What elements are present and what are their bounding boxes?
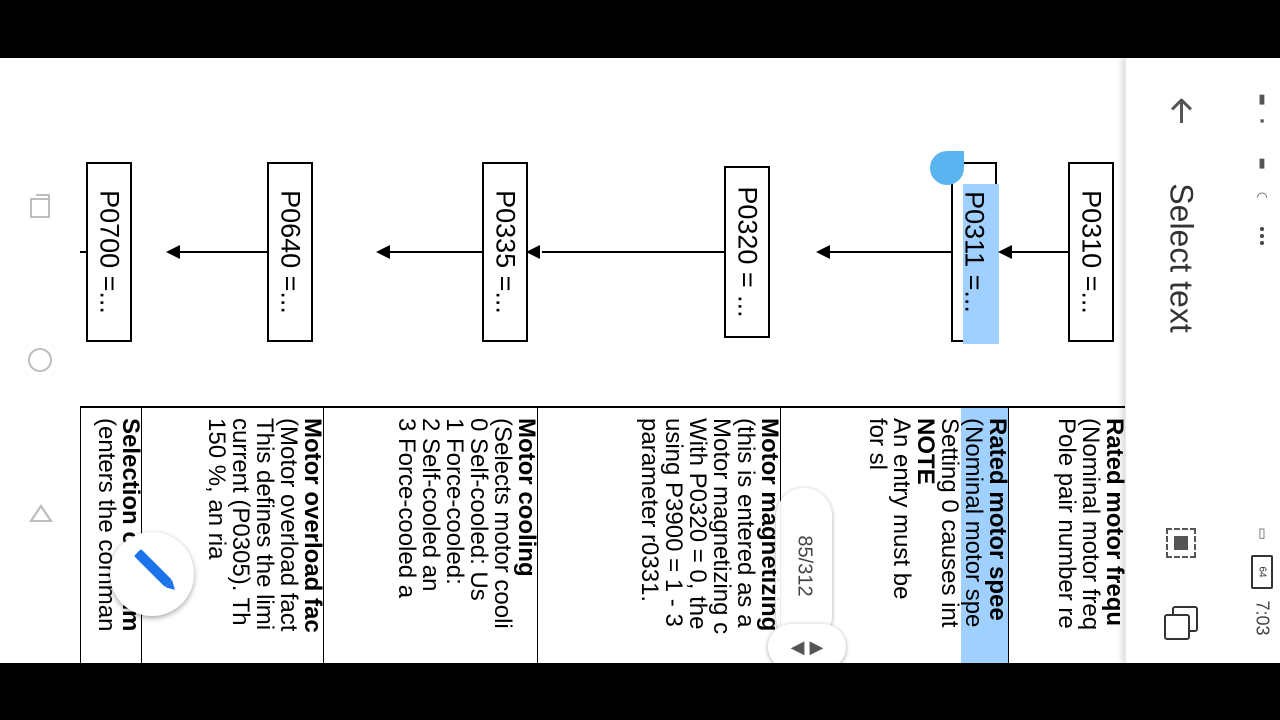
param-label: P0320 = ... [732,186,763,318]
connector-line [390,251,482,253]
connector-line [180,251,267,253]
table-cell: (enters the comman [93,418,120,632]
table-cell: Motor cooling [513,418,537,577]
table-column-p0320: Motor magnetizing (this is entered as a … [537,408,780,663]
pencil-icon [133,548,173,588]
letterbox-top [0,0,1280,58]
select-all-icon[interactable] [1166,528,1196,558]
table-cell: 0 Self-cooled: Us [465,418,492,601]
more-notifications-icon [1255,224,1269,252]
table-column-p0700: Selection of comm (enters the comman [80,408,141,663]
panel-title: Select text [1163,183,1200,333]
param-label: P0335 =... [490,190,521,314]
table-cell: With P0320 = 0, the [684,418,711,630]
param-box-p0311-selected[interactable]: P0311 =... [951,162,999,344]
table-cell: Pole pair number re [1053,418,1080,629]
back-arrow-icon[interactable] [1166,95,1196,123]
page-counter-text: 85/312 [793,535,816,597]
arrow-left-icon [166,245,180,259]
param-label: P0310 =... [1076,190,1107,314]
clock: 7:03 [1252,600,1273,636]
arrow-left-icon [526,245,540,259]
table-cell: parameter r0331. [636,418,663,603]
table-cell[interactable]: Rated motor spee [984,408,1008,663]
table-cell: Motor magnetizing c [708,418,735,635]
table-cell: 2 Self-cooled an [417,418,444,592]
home-icon[interactable] [28,348,52,372]
param-label: P0640 =... [275,190,306,314]
system-nav-bar [0,58,80,663]
param-box-p0310[interactable]: P0310 =... [1068,162,1114,342]
status-bar: ▮ ▪ ▮ ◠ ▯ 64 7:03 [1245,58,1280,663]
connector-line [1010,251,1068,253]
select-text-panel: Select text [1125,58,1245,663]
page-scrubber-button[interactable]: ◀ ▶ [768,624,846,663]
table-column-p0310: Rated motor frequ (Nominal motor freq Po… [1008,408,1125,663]
table-cell: Setting 0 causes int [936,418,963,628]
signal-icon: ▮ [1258,91,1266,106]
table-column-p0335: Motor cooling (Selects motor cooli 0 Sel… [323,408,537,663]
parameter-table: Rated motor frequ (Nominal motor freq Po… [80,406,1125,663]
signal-icon: ▮ [1258,155,1266,170]
param-box-p0700[interactable]: P0700 =... [86,162,132,342]
param-box-p0335[interactable]: P0335 =... [482,162,528,342]
param-box-p0320[interactable]: P0320 = ... [724,166,770,338]
selection-start-handle[interactable] [930,151,964,185]
parameter-flow-diagram: P0310 =... P0311 =... P0320 = ... P0335 … [80,58,1125,408]
recents-icon[interactable] [30,194,50,218]
pdf-viewer-screen: P0310 =... P0311 =... P0320 = ... P0335 … [0,58,1280,663]
table-cell: (Selects motor cooli [489,418,516,629]
arrow-left-icon [376,245,390,259]
table-cell[interactable]: (Nominal motor spe [960,408,987,663]
back-nav-icon[interactable] [29,504,53,522]
table-cell: Motor overload fac [299,418,323,633]
connector-line [80,251,86,253]
table-cell: (Motor overload fact [275,418,302,632]
param-label: P0311 =... [959,191,990,313]
table-cell: using P3900 = 1 - 3 [660,418,687,627]
battery-icon: 64 [1251,555,1273,589]
table-cell: An entry must be [888,418,915,600]
connector-line [830,251,951,253]
arrow-left-icon [816,245,830,259]
table-cell: NOTE [912,418,939,485]
table-cell: Rated motor frequ [1101,418,1125,627]
table-cell: 1 Force-cooled: [441,418,468,585]
param-label: P0700 =... [94,190,125,314]
battery-level: 64 [1256,566,1268,578]
table-cell: (this is entered as a [732,418,759,628]
arrow-left-icon [998,245,1012,259]
table-cell: 3 Force-cooled a [393,418,420,599]
connector-line [542,251,724,253]
param-box-p0640[interactable]: P0640 =... [267,162,313,342]
volte-icon: ▪ [1259,113,1265,128]
table-cell: This defines the limi [251,418,278,631]
table-cell: (Nominal motor freq [1077,418,1104,631]
copy-icon[interactable] [1164,606,1198,640]
table-cell: for sl [864,418,891,471]
table-cell: 150 %, an ria [203,418,230,560]
page-counter: 85/312 [776,488,832,644]
vibrate-icon: ▯ [1258,525,1266,540]
wifi-icon: ◠ [1256,189,1268,204]
selection-highlight [963,184,999,344]
letterbox-bottom [0,663,1280,720]
edit-pencil-button[interactable] [110,532,194,616]
table-cell: current (P0305). Th [227,418,254,626]
